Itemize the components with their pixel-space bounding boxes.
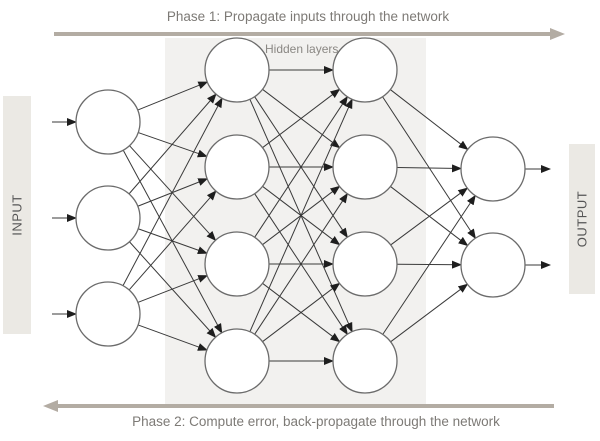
hidden-1-node-2: [204, 231, 270, 297]
output-node-1: [460, 232, 526, 298]
hidden-2-node-2: [332, 231, 398, 297]
phase1-arrowhead-icon: [550, 28, 565, 40]
edge-hidden-1-3-to-hidden-2-0: [249, 98, 353, 332]
edge-input-1-to-hidden-1-0: [128, 93, 217, 195]
hidden-2-node-0: [332, 37, 398, 103]
edge-input-2-to-hidden-1-2: [137, 275, 209, 303]
edge-hidden-2-3-to-output-1: [390, 283, 469, 343]
input-node-1: [75, 185, 141, 251]
edge-hidden-2-3-to-output-0: [382, 194, 476, 335]
input-node-0: [75, 89, 141, 155]
edge-hidden-2-2-to-output-0: [390, 187, 469, 246]
output-box: OUTPUT: [569, 144, 595, 294]
edge-hidden-1-2-to-hidden-2-0: [254, 95, 348, 238]
edge-hidden-1-3-to-hidden-2-2: [262, 282, 341, 343]
hidden-2-node-3: [332, 328, 398, 394]
phase2-label: Phase 2: Compute error, back-propagate t…: [132, 414, 500, 429]
hidden-layers-label: Hidden layers: [265, 42, 339, 56]
phase2-arrowhead-icon: [43, 400, 58, 412]
edge-input-2-to-hidden-1-0: [122, 97, 223, 286]
edge-input-0-to-hidden-1-0: [137, 81, 209, 111]
edge-hidden-1-1-to-hidden-2-0: [262, 88, 341, 149]
output-label: OUTPUT: [574, 190, 590, 248]
hidden-2-node-1: [332, 134, 398, 200]
output-node-0: [460, 136, 526, 202]
input-node-2: [75, 281, 141, 347]
hidden-1-node-1: [204, 134, 270, 200]
input-label: INPUT: [9, 194, 25, 236]
hidden-1-node-0: [204, 37, 270, 103]
edge-hidden-2-1-to-output-0: [396, 164, 463, 173]
hidden-1-node-3: [204, 328, 270, 394]
phase1-label: Phase 1: Propagate inputs through the ne…: [166, 9, 450, 24]
edge-input-2-to-hidden-1-1: [128, 190, 217, 291]
edge-hidden-1-3-to-hidden-2-1: [254, 192, 348, 335]
input-box: INPUT: [3, 96, 31, 334]
edge-hidden-2-0-to-output-0: [390, 89, 469, 151]
edge-input-2-to-hidden-1-3: [137, 324, 208, 351]
